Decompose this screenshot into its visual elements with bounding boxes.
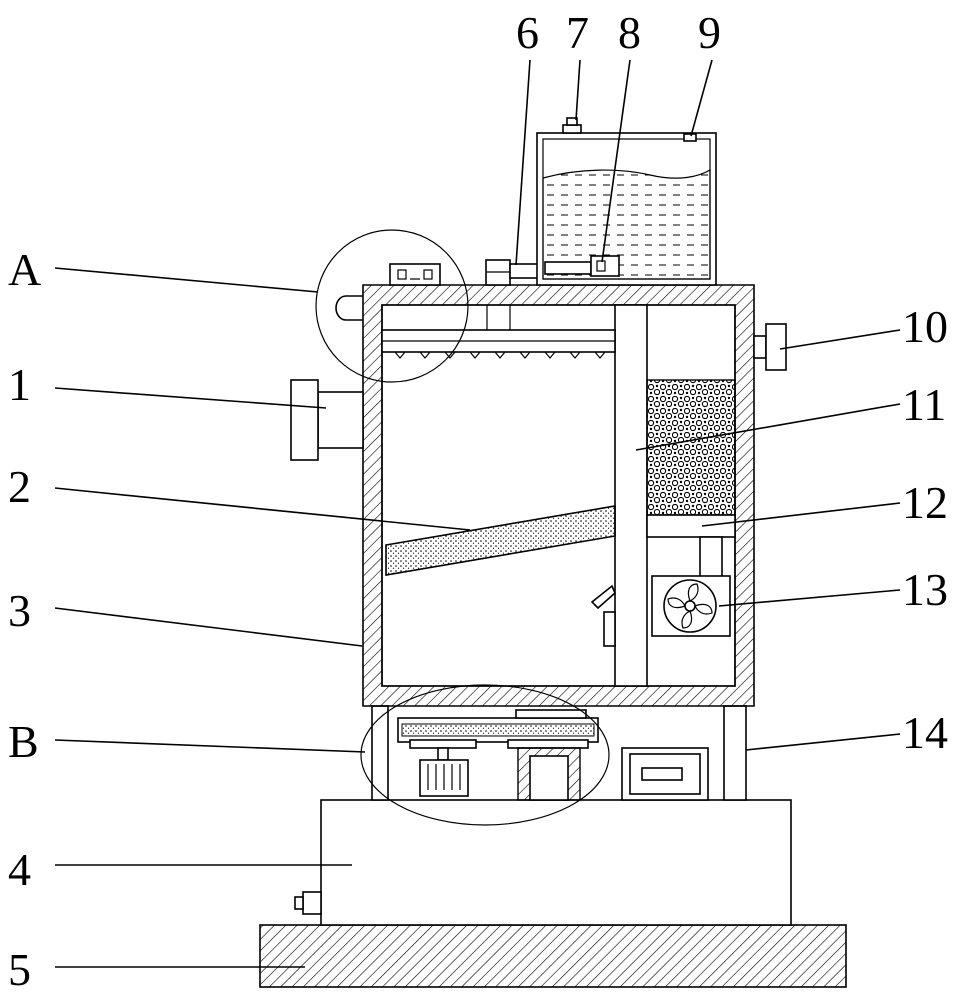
leader-lines xyxy=(54,59,901,968)
air-outlet xyxy=(753,323,787,371)
label-14: 14 xyxy=(902,707,948,758)
spray-pipe xyxy=(381,329,616,359)
detail-circle-a xyxy=(315,229,469,383)
label-9: 9 xyxy=(698,7,721,58)
feed-pipe xyxy=(485,259,539,330)
label-8: 8 xyxy=(618,7,641,58)
label-5: 5 xyxy=(8,944,31,995)
label-2: 2 xyxy=(8,461,31,512)
label-1: 1 xyxy=(8,359,31,410)
detail-ellipse-b xyxy=(360,684,610,826)
label-6: 6 xyxy=(516,7,539,58)
label-12: 12 xyxy=(902,477,948,528)
label-a: A xyxy=(8,244,41,295)
deflector-flap xyxy=(590,584,616,647)
label-b: B xyxy=(8,716,39,767)
base-box xyxy=(294,799,792,926)
label-11: 11 xyxy=(902,379,946,430)
partition-wall xyxy=(614,304,648,687)
carbon-filter-layer xyxy=(646,379,736,516)
callout-labels: A 1 2 3 B 4 5 6 7 8 9 10 11 12 13 14 xyxy=(8,7,948,995)
support-plate xyxy=(646,514,736,538)
inclined-filter-screen xyxy=(385,505,616,576)
water-tank xyxy=(536,117,717,286)
exhaust-fan xyxy=(651,536,731,637)
label-7: 7 xyxy=(566,7,589,58)
drive-mechanism xyxy=(397,709,709,801)
detail-a-parts xyxy=(335,263,441,321)
label-10: 10 xyxy=(902,301,948,352)
label-13: 13 xyxy=(902,564,948,615)
label-4: 4 xyxy=(8,844,31,895)
spray-nozzles xyxy=(394,351,606,359)
base-plate xyxy=(259,924,847,988)
air-inlet xyxy=(290,379,364,461)
label-3: 3 xyxy=(8,585,31,636)
